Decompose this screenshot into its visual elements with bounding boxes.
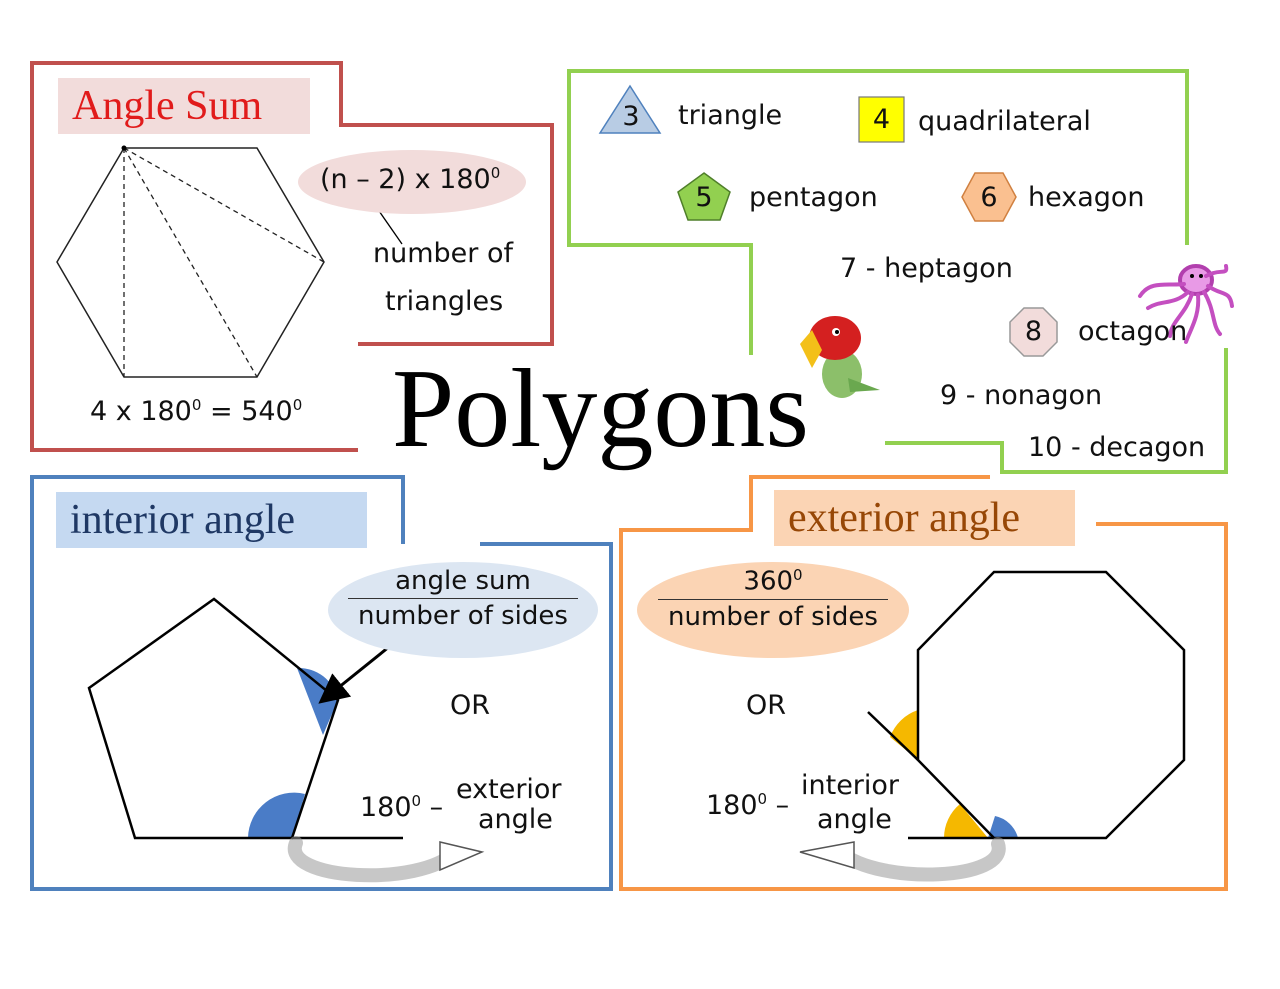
- exterior-fraction-bar: [658, 598, 888, 600]
- main-title: Polygons: [392, 347, 809, 471]
- octagon-number: 8: [1024, 316, 1043, 347]
- example-degree2: 0: [292, 396, 303, 414]
- interior-alt-line2: angle: [478, 804, 553, 835]
- angle-sum-frame: [30, 61, 554, 452]
- parrot-icon: [800, 316, 880, 398]
- interior-denominator: number of sides: [358, 601, 568, 631]
- exterior-heading: exterior angle: [774, 490, 1075, 546]
- angle-sum-heading: Angle Sum: [58, 78, 310, 134]
- exterior-alt-180: 180: [706, 790, 758, 821]
- names-frame: [567, 69, 1189, 355]
- interior-fraction-bar: [348, 598, 578, 599]
- names-frame-lower: [885, 348, 1228, 474]
- exterior-numerator-degree: 0: [793, 566, 803, 584]
- exterior-alt-prefix: 1800 –: [706, 790, 789, 821]
- hexagon-diagram: [56, 145, 325, 378]
- octagon-diagram: [799, 570, 1186, 882]
- quadrilateral-label: quadrilateral: [918, 106, 1091, 137]
- exterior-alt-line1: interior: [801, 770, 900, 801]
- exterior-or: OR: [746, 690, 787, 721]
- exterior-numerator-value: 360: [743, 566, 794, 597]
- example-degree1: 0: [191, 396, 202, 414]
- hexagon-icon: [961, 172, 1017, 222]
- interior-alt-180: 180: [360, 792, 412, 823]
- triangle-number: 3: [622, 101, 640, 132]
- interior-formula-oval: [328, 562, 598, 658]
- interior-alt-degree: 0: [411, 792, 422, 810]
- octagon-icon: [1009, 307, 1058, 357]
- octopus-icon: [1138, 264, 1234, 344]
- interior-formula: angle sum number of sides: [338, 566, 588, 631]
- exterior-frame: [619, 475, 1228, 891]
- interior-frame: [30, 475, 613, 891]
- interior-alt-dash: –: [421, 792, 444, 823]
- pentagon-number: 5: [695, 182, 713, 213]
- exterior-alt-line2: angle: [817, 804, 892, 835]
- triangle-label: triangle: [678, 100, 783, 131]
- angle-sum-formula: (n – 2) x 1800: [320, 164, 500, 195]
- angle-sum-example: 4 x 1800 = 5400: [90, 396, 302, 427]
- octagon-label: octagon: [1078, 316, 1188, 347]
- decagon-label: 10 - decagon: [1028, 432, 1206, 463]
- exterior-alt-degree: 0: [757, 790, 768, 808]
- example-part2: = 540: [201, 396, 293, 427]
- heptagon-label: 7 - heptagon: [840, 253, 1013, 284]
- exterior-formula-oval: [637, 562, 909, 658]
- exterior-formula: 3600 number of sides: [648, 566, 898, 632]
- quad-number: 4: [872, 104, 891, 135]
- interior-alt-line1: exterior: [456, 774, 562, 805]
- interior-alt-prefix: 1800 –: [360, 792, 443, 823]
- angle-sum-note-line2: triangles: [385, 286, 504, 317]
- interior-or: OR: [450, 690, 491, 721]
- angle-sum-note-line1: number of: [373, 238, 513, 269]
- hexagon-label: hexagon: [1028, 182, 1145, 213]
- formula-text: (n – 2) x 180: [320, 164, 491, 195]
- formula-degree: 0: [490, 164, 501, 182]
- example-part1: 4 x 180: [90, 396, 192, 427]
- hexagon-number: 6: [980, 182, 998, 213]
- exterior-numerator: 3600: [648, 566, 898, 597]
- interior-numerator: angle sum: [395, 566, 531, 596]
- triangle-icon: [598, 84, 662, 134]
- exterior-denominator: number of sides: [668, 601, 878, 632]
- angle-sum-formula-oval: [298, 150, 526, 214]
- nonagon-label: 9 - nonagon: [940, 380, 1103, 411]
- exterior-alt-dash: –: [767, 790, 790, 821]
- pentagon-label: pentagon: [749, 182, 878, 213]
- interior-heading: interior angle: [56, 492, 367, 548]
- pentagon-icon: [677, 172, 731, 221]
- square-icon: [858, 96, 905, 143]
- pentagon-diagram: [87, 597, 485, 883]
